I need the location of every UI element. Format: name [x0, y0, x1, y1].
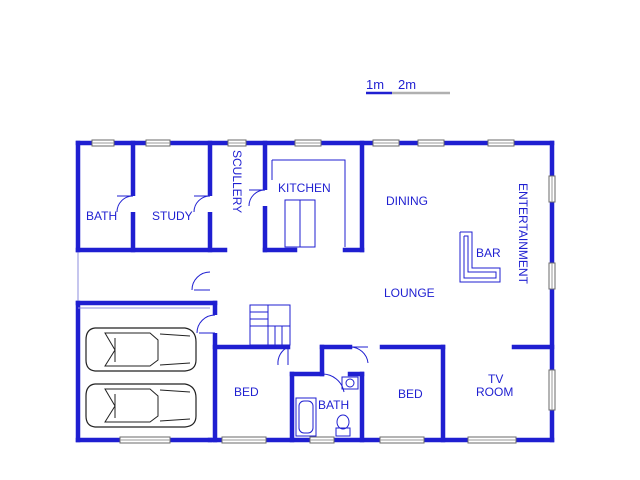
car-roof	[104, 388, 159, 423]
basin-bowl	[345, 378, 355, 388]
car-body	[85, 327, 197, 372]
car-body	[85, 383, 197, 428]
window	[487, 139, 515, 147]
label-tv-room-line2: ROOM	[476, 385, 513, 399]
car-roof	[104, 332, 159, 367]
window	[467, 436, 517, 444]
window	[145, 139, 171, 147]
window	[227, 139, 247, 147]
scale-bar: 1m 2m	[366, 77, 450, 95]
label-bed-1: BED	[234, 385, 259, 399]
kitchen-counter	[272, 159, 346, 247]
label-scullery: SCULLERY	[230, 150, 244, 213]
window	[379, 436, 425, 444]
doors	[116, 189, 369, 393]
door-study	[193, 195, 211, 213]
scale-label-1m: 1m	[366, 77, 384, 92]
door-bath	[116, 195, 134, 213]
label-kitchen: KITCHEN	[278, 181, 331, 195]
interior-walls	[75, 140, 555, 443]
door-bath-2	[321, 373, 345, 393]
bath-fixtures	[295, 376, 359, 437]
bathtub	[295, 397, 317, 437]
window	[309, 436, 335, 444]
window	[294, 139, 322, 147]
label-tv-room-line1: TV	[488, 372, 503, 386]
label-study: STUDY	[152, 209, 193, 223]
scale-label-2m: 2m	[398, 77, 416, 92]
window	[548, 175, 556, 203]
door-bed-1	[277, 346, 289, 366]
label-bed-2: BED	[398, 387, 423, 401]
door-bed-2	[349, 346, 369, 364]
label-dining: DINING	[386, 194, 428, 208]
label-bar: BAR	[476, 246, 501, 260]
car-bottom	[85, 383, 197, 428]
staircase	[249, 304, 291, 346]
kitchen-counters	[271, 159, 346, 248]
room-labels: BATH STUDY SCULLERY KITCHEN DINING ENTER…	[86, 150, 530, 412]
toilet-bowl	[336, 414, 350, 430]
window	[417, 139, 445, 147]
window	[91, 139, 115, 147]
label-lounge: LOUNGE	[384, 286, 435, 300]
windows	[91, 139, 556, 444]
window	[372, 139, 400, 147]
label-bath-2: BATH	[318, 398, 349, 412]
bar-counter	[459, 231, 501, 283]
toilet-cistern	[335, 427, 351, 437]
basin	[341, 376, 359, 390]
stairs-outline	[249, 304, 291, 346]
bathtub-inner	[298, 400, 314, 434]
window	[221, 436, 267, 444]
bar-inner	[463, 235, 497, 279]
bar-outline	[459, 231, 501, 283]
label-entertainment: ENTERTAINMENT	[516, 183, 530, 285]
door-garage	[196, 314, 216, 334]
car-top	[85, 327, 197, 372]
door-passage	[191, 271, 211, 291]
door-scullery	[248, 189, 266, 207]
label-bath-1: BATH	[86, 209, 117, 223]
window	[548, 369, 556, 411]
window	[119, 436, 171, 444]
window	[548, 262, 556, 290]
